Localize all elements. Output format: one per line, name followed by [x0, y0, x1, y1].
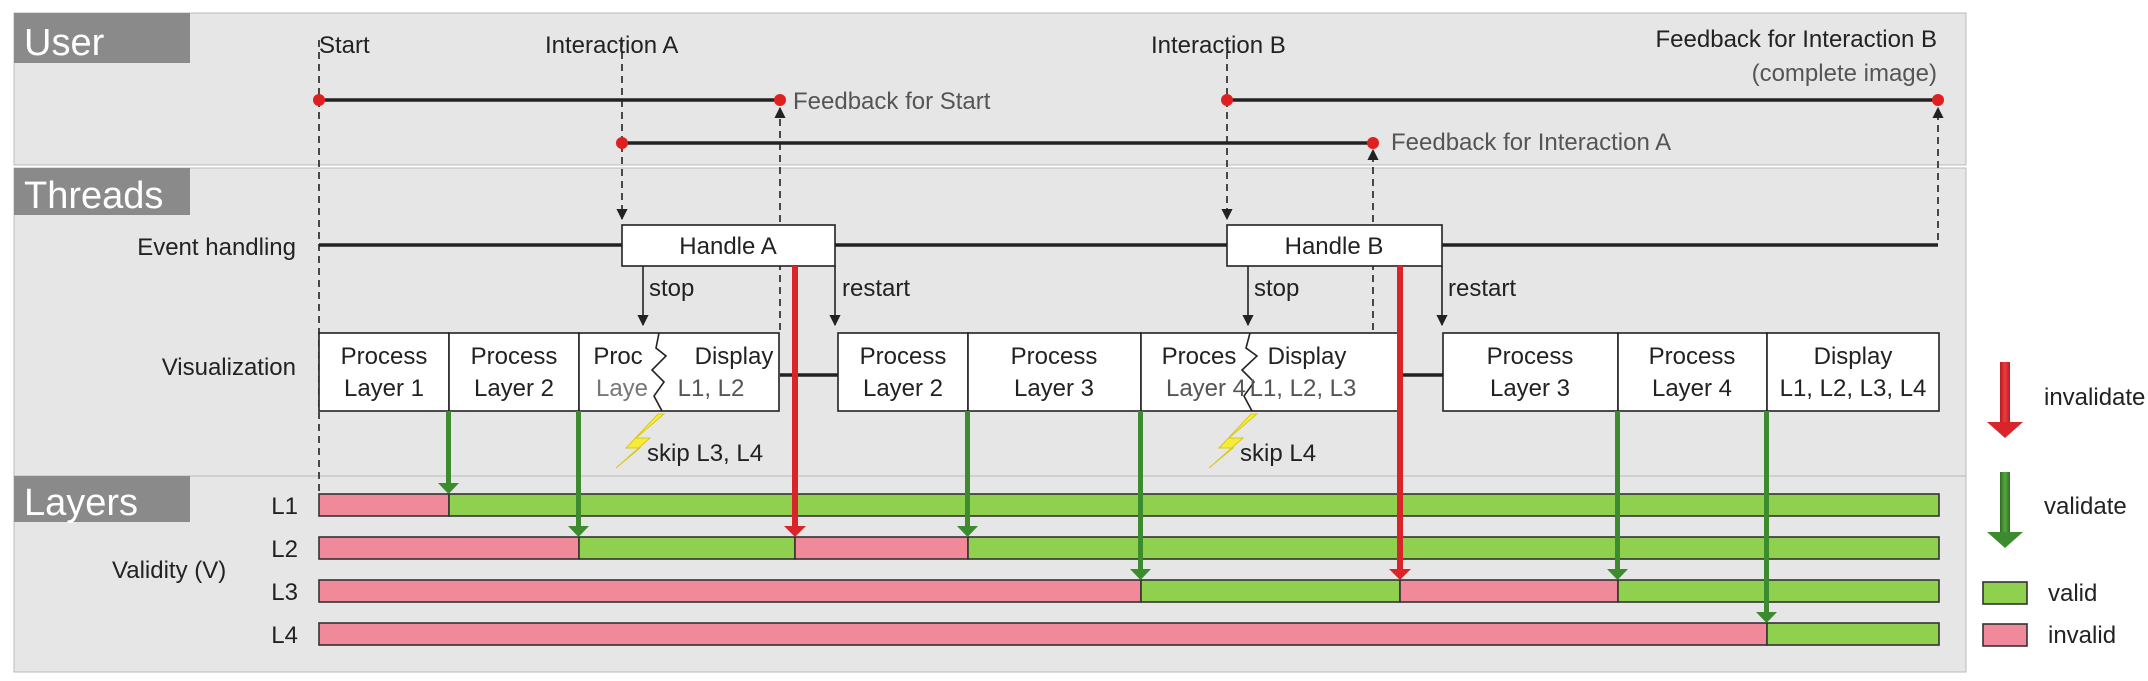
l3-valid — [1617, 579, 1940, 603]
restart-label-b: restart — [1448, 275, 1516, 302]
dot-interaction-a — [616, 137, 628, 149]
block-2-line2: Layer 2 — [474, 375, 554, 402]
legend-invalidate: invalidate — [2044, 384, 2145, 411]
l4-valid — [1766, 622, 1940, 646]
visualization-blocks — [318, 332, 1940, 412]
invalidate-arrows — [784, 266, 1411, 580]
l3-invalid — [318, 579, 1142, 603]
label-feedback-start: Feedback for Start — [793, 88, 991, 115]
validate-arrows — [438, 411, 1777, 623]
block-7-line2: Layer 4 — [1166, 375, 1246, 402]
block-10-line1: Process — [1649, 343, 1736, 370]
lightning-icon — [615, 413, 666, 469]
legend-valid: valid — [2048, 580, 2097, 607]
invalid-swatch — [1982, 623, 2028, 647]
validity-label: Validity (V) — [112, 557, 226, 584]
lightning-icon — [1208, 413, 1259, 469]
layer-label-l4: L4 — [271, 622, 298, 649]
l3-invalid — [1399, 579, 1619, 603]
block-3-line1: Proc — [593, 343, 642, 370]
label-interaction-a: Interaction A — [545, 32, 678, 59]
block-5-line1: Process — [860, 343, 947, 370]
dot-feedback-a — [1367, 137, 1379, 149]
event-dots — [313, 94, 1944, 149]
threads-panel — [13, 167, 1967, 477]
skip-label-b: skip L4 — [1240, 440, 1316, 467]
block-1-line1: Process — [341, 343, 428, 370]
legend-validate: validate — [2044, 493, 2127, 520]
invalidate-arrow-icon — [2000, 362, 2010, 422]
dashed-guides — [318, 40, 1944, 494]
block-10-line2: Layer 4 — [1652, 375, 1732, 402]
label-interaction-b: Interaction B — [1151, 32, 1286, 59]
block-3-line2: Laye — [596, 375, 648, 402]
interrupt-zigzag-b — [1240, 332, 1259, 412]
threads-tab — [14, 168, 190, 215]
block-11-line2: L1, L2, L3, L4 — [1780, 375, 1927, 402]
dot-feedback-start — [774, 94, 786, 106]
block-2-line1: Process — [471, 343, 558, 370]
section-user: User — [24, 22, 105, 64]
block-9-line2: Layer 3 — [1490, 375, 1570, 402]
dot-start — [313, 94, 325, 106]
layer-label-l1: L1 — [271, 493, 298, 520]
block-6-line2: Layer 3 — [1014, 375, 1094, 402]
l1-invalid — [318, 493, 450, 517]
section-layers: Layers — [24, 482, 138, 524]
block-1-line2: Layer 1 — [344, 375, 424, 402]
block-7-line1: Proces — [1162, 343, 1237, 370]
label-start: Start — [319, 32, 370, 59]
user-panel — [13, 12, 1967, 166]
layer-label-l3: L3 — [271, 579, 298, 606]
invalidate-arrow-head — [1987, 422, 2023, 438]
block-5-line2: Layer 2 — [863, 375, 943, 402]
label-feedback-b-line2: (complete image) — [1752, 60, 1937, 87]
stop-label-b: stop — [1254, 275, 1299, 302]
block-8-line1: Display — [1268, 343, 1347, 370]
validate-arrow-icon — [2000, 472, 2010, 532]
legend-invalid: invalid — [2048, 622, 2116, 649]
block-4-line2: L1, L2 — [678, 375, 745, 402]
l4-invalid — [318, 622, 1768, 646]
user-tab — [14, 13, 190, 63]
block-11-line1: Display — [1814, 343, 1893, 370]
block-9-line1: Process — [1487, 343, 1574, 370]
layer-label-l2: L2 — [271, 536, 298, 563]
l1-valid — [448, 493, 1940, 517]
dot-feedback-b — [1932, 94, 1944, 106]
layers-tab — [14, 476, 190, 522]
label-visualization: Visualization — [162, 354, 296, 381]
legend: invalidate validate valid invalid — [1982, 362, 2145, 649]
block-6-line1: Process — [1011, 343, 1098, 370]
handle-b-box: Handle B — [1226, 224, 1443, 267]
l3-valid — [1140, 579, 1401, 603]
handle-a-box: Handle A — [621, 224, 836, 267]
label-feedback-b-line1: Feedback for Interaction B — [1656, 26, 1937, 53]
valid-swatch — [1982, 581, 2028, 605]
l2-valid — [578, 536, 796, 560]
block-8-line2: L1, L2, L3 — [1250, 375, 1357, 402]
section-threads: Threads — [24, 175, 163, 217]
stop-label-a: stop — [649, 275, 694, 302]
l2-invalid — [794, 536, 969, 560]
l2-invalid — [318, 536, 580, 560]
user-timelines — [319, 98, 1938, 145]
handle-a-label: Handle A — [679, 233, 776, 260]
l2-valid — [967, 536, 1940, 560]
control-arrows — [637, 266, 1448, 327]
dot-interaction-b — [1221, 94, 1233, 106]
interrupt-zigzag-a — [650, 332, 668, 412]
skip-label-a: skip L3, L4 — [647, 440, 763, 467]
restart-label-a: restart — [842, 275, 910, 302]
block-4-line1: Display — [695, 343, 774, 370]
handle-b-label: Handle B — [1285, 233, 1384, 260]
label-event-handling: Event handling — [137, 234, 296, 261]
label-feedback-a: Feedback for Interaction A — [1391, 129, 1671, 156]
validate-arrow-head — [1987, 532, 2023, 548]
validity-bars — [318, 493, 1940, 646]
